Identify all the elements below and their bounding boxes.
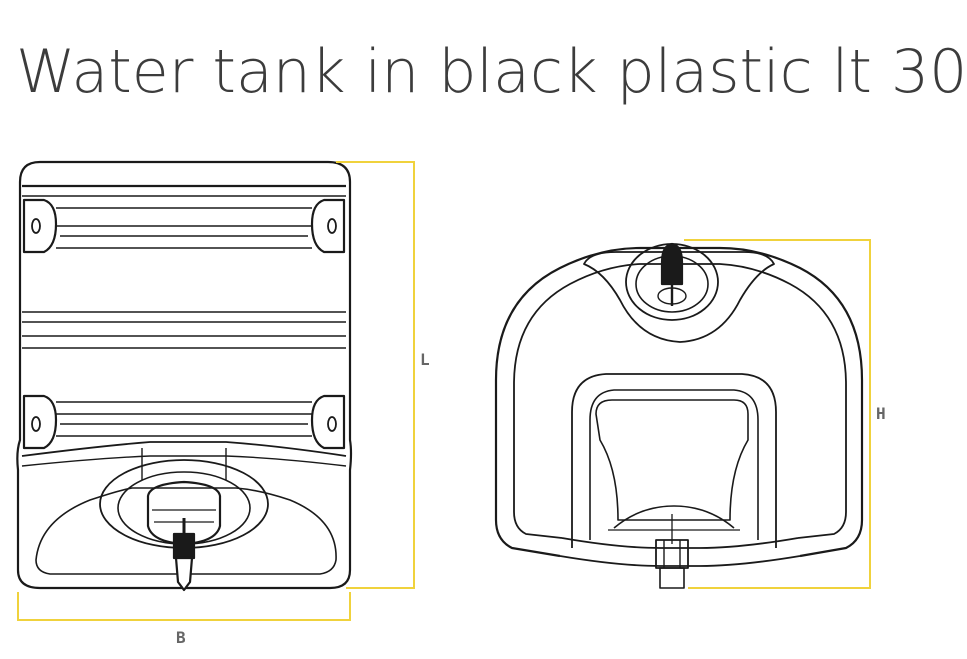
front-upper-groove: [56, 207, 312, 249]
front-lug-top-left: [22, 198, 58, 254]
front-base-curve: [21, 441, 347, 457]
front-lower-groove: [56, 401, 312, 437]
front-lug-bottom-left: [22, 394, 58, 450]
technical-drawing: [16, 160, 871, 621]
front-faucet-icon: [172, 518, 196, 592]
dimension-label-l: L: [420, 350, 430, 369]
front-lug-top-right: [310, 198, 346, 254]
side-view: [494, 242, 864, 589]
dimension-label-h: H: [876, 404, 886, 423]
side-outer-outline: [494, 246, 864, 558]
dim-h-line: [684, 239, 871, 589]
side-trapezoid-recess: [595, 399, 749, 521]
side-inner-frame: [571, 373, 777, 548]
front-lower-recess: [35, 487, 337, 575]
front-tap-body: [146, 480, 222, 546]
front-view: [16, 160, 353, 592]
front-dimension-lines: [17, 161, 415, 621]
page-title: Water tank in black plastic lt 30: [16, 37, 967, 107]
dimension-label-b: B: [176, 628, 186, 647]
side-valve-icon: [657, 242, 687, 306]
side-tap-icon: [655, 539, 689, 589]
front-middle-band: [22, 311, 346, 349]
dim-l-line: [336, 161, 415, 589]
dim-b-line: [17, 592, 351, 621]
side-dimension-lines: [684, 239, 871, 589]
front-body-outline: [16, 160, 353, 590]
front-lug-bottom-right: [310, 394, 346, 450]
